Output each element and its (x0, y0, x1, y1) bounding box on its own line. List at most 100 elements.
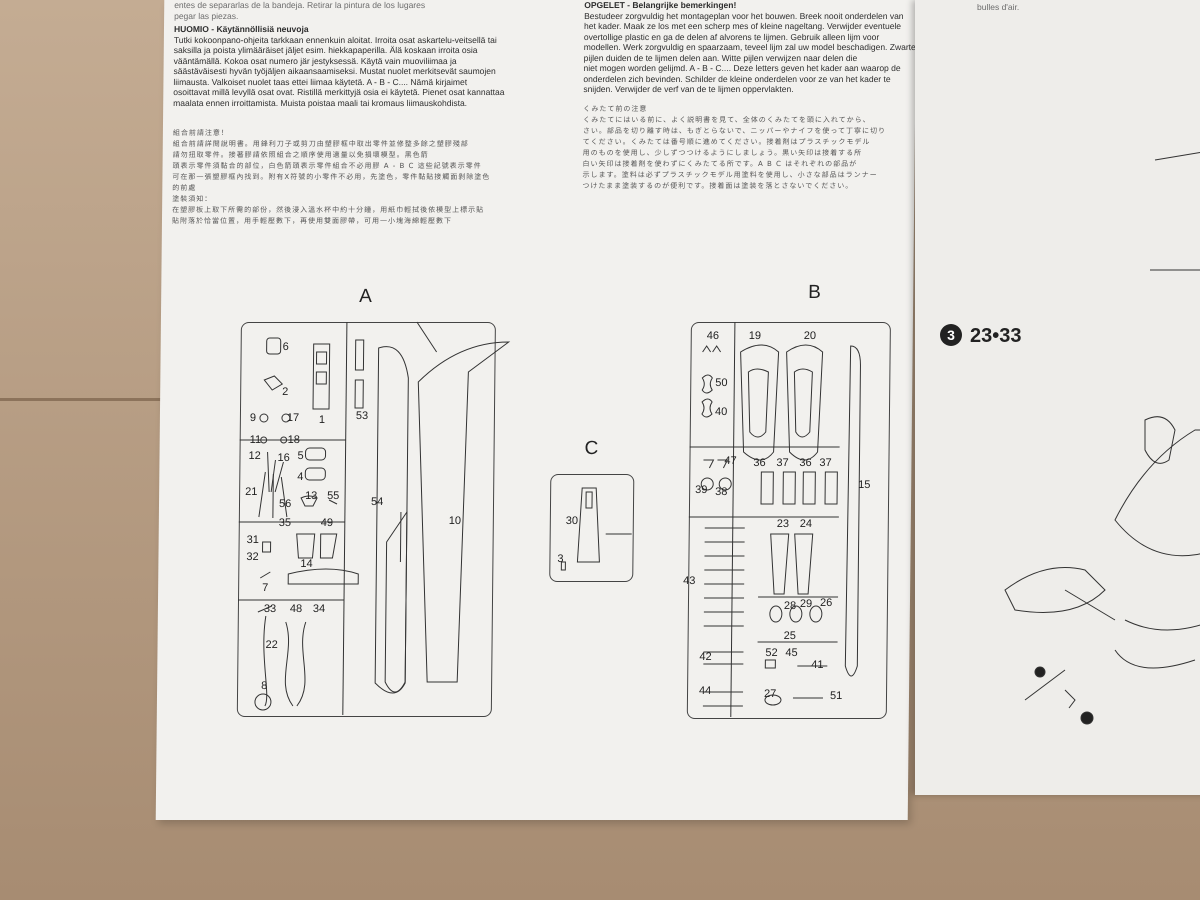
assembly-drawing (1004, 151, 1200, 725)
text-line: てください。くみたては番号順に進めてください。接着剤はプラスチックモデル (582, 138, 871, 146)
part-number: 2 (282, 386, 289, 398)
part-number: 27 (763, 688, 777, 700)
part-number: 45 (785, 647, 798, 659)
text-line: Bestudeer zorgvuldig het montageplan voo… (584, 10, 904, 21)
sprue-b-drawing (688, 322, 861, 717)
text-line: het kader. Maak ze los met een scherp me… (583, 21, 902, 31)
part-number: 49 (320, 517, 334, 529)
part-number: 30 (565, 515, 579, 527)
text-line: overtollige plastic en ga de delen af al… (583, 31, 880, 42)
text-line: Tutki kokoonpano-ohjeita tarkkaan ennenk… (173, 34, 497, 45)
part-number: 40 (714, 406, 728, 418)
part-number: 53 (355, 410, 369, 422)
text-line: 示します。塗料は必ずプラスチックモデル用塗料を使用し、小さな部品はランナー (582, 171, 878, 179)
part-number: 8 (261, 680, 268, 692)
spanish-text: entes de separarlas de la bandeja. Retir… (174, 0, 425, 21)
text-line: osoittavat millä levyllä osat ovat. Rist… (173, 87, 505, 97)
part-number: 52 (765, 647, 778, 659)
part-number: 37 (776, 457, 789, 469)
sprue-c-drawing (560, 487, 632, 571)
text-line: 塗裝須知： (172, 195, 213, 203)
chinese-title: 組合前請注意！ (172, 129, 229, 137)
part-number: 36 (753, 457, 766, 469)
text-line: 的前處 (172, 184, 197, 192)
text-line: saksilla ja poista ylimääräiset jäljet e… (173, 45, 478, 55)
part-number: 21 (245, 486, 258, 498)
text-line: pegar las piezas. (174, 10, 239, 21)
part-number: 43 (683, 575, 696, 587)
part-number: 12 (248, 450, 261, 462)
text-line: 可在那一張塑膠框內找到。附有X符號的小零件不必用，先塗色，零件黏貼接觸面剝除塗色 (172, 173, 491, 181)
part-number: 10 (448, 515, 462, 527)
sprue-a-drawing (238, 321, 511, 715)
part-number: 44 (698, 685, 712, 697)
part-number: 46 (706, 330, 720, 342)
text-line: つけたまま塗装するのが便利です。接着面は塗装を落とさないでください。 (582, 182, 854, 190)
text-line: onderdelen zich bevinden. Schilder de kl… (583, 73, 891, 84)
part-number: 7 (262, 582, 269, 594)
dutch-text: OPGELET - Belangrijke bemerkingen! Bestu… (583, 0, 916, 95)
part-number: 48 (289, 603, 303, 615)
part-number: 23 (776, 518, 790, 530)
part-number: 56 (278, 498, 292, 510)
part-number: 39 (695, 484, 708, 496)
part-number: 20 (803, 330, 817, 342)
part-number: 32 (246, 551, 259, 563)
text-line: pijlen duiden de te lijmen delen aan. Wi… (583, 52, 858, 63)
part-number: 51 (829, 690, 843, 702)
part-number: 28 (783, 600, 797, 612)
sprue-c-letter: C (584, 438, 599, 459)
part-number: 1 (318, 414, 326, 426)
text-line: liimausta. Valkoiset nuolet taas ettei l… (173, 76, 468, 87)
part-number: 5 (297, 450, 304, 462)
text-line: säästäväisesti hyvän työjäljen aikaansaa… (173, 66, 496, 76)
part-number: 33 (263, 603, 277, 615)
step-parts: 23•33 (970, 325, 1022, 347)
finnish-text: HUOMIO - Käytännöllisiä neuvoja Tutki ko… (173, 24, 505, 108)
text-line: 頭表示零件須黏合的部位，白色箭頭表示零件組合不必用膠 A - B C 這些記號表… (172, 162, 482, 170)
part-number: 34 (312, 603, 326, 615)
text-line: 組合前請詳閱說明書。用鋒利刀子或剪刀由塑膠框中取出零件並修整多餘之塑膠殘部 (172, 140, 469, 148)
part-number: 25 (783, 630, 796, 642)
part-number: 41 (811, 659, 824, 671)
sprue-b-letter: B (808, 282, 822, 303)
text-line: 用のものを使用し、少しずつつけるようにしましょう。黒い矢印は接着する所 (582, 149, 863, 157)
part-number: 42 (699, 651, 712, 663)
next-page-corner-text: bulles d'air. (977, 2, 1019, 13)
japanese-text: くみたて前の注意 くみたてにはいる前に、よく説明書を見て、全体のくみたてを頭に入… (582, 104, 886, 192)
instruction-page: entes de separarlas de la bandeja. Retir… (155, 0, 917, 820)
part-number: 14 (300, 558, 313, 570)
text-line: vääntämällä. Kokoa osat numero jär jesty… (173, 55, 457, 66)
text-line: くみたてにはいる前に、よく説明書を見て、全体のくみたてを頭に入れてから、 (582, 116, 871, 124)
finnish-title: HUOMIO - Käytännöllisiä neuvoja (173, 24, 309, 34)
part-number: 9 (249, 412, 257, 424)
chinese-text: 組合前請注意！ 組合前請詳閱說明書。用鋒利刀子或剪刀由塑膠框中取出零件並修整多餘… (172, 128, 491, 227)
text-line: bulles d'air. (977, 2, 1020, 12)
part-number: 37 (819, 457, 832, 469)
part-number: 35 (278, 517, 292, 529)
part-number: 3 (557, 553, 564, 565)
part-number: 47 (724, 455, 737, 467)
part-number: 24 (799, 518, 813, 530)
part-number: 6 (282, 341, 289, 353)
text-line: niet mogen worden gelijmd. A - B - C....… (583, 63, 901, 73)
sprue-a-letter: A (359, 286, 372, 307)
part-number: 11 (249, 434, 262, 446)
text-line: maalata ennen irroittamista. Muista pois… (173, 97, 468, 108)
text-line: 白い矢印は接着剤を使わずにくみたてる所です。A B C はそれぞれの部品が (582, 160, 858, 168)
text-line: modellen. Werk zorgvuldig en spaarzaam, … (583, 42, 916, 52)
part-number: 19 (748, 330, 762, 342)
japanese-title: くみたて前の注意 (583, 105, 648, 113)
part-number: 36 (799, 457, 812, 469)
part-number: 22 (265, 639, 278, 651)
part-number: 4 (297, 471, 304, 483)
part-number: 17 (286, 412, 300, 424)
part-number: 16 (277, 452, 290, 464)
part-number: 13 (305, 490, 318, 502)
part-number: 29 (799, 598, 813, 610)
part-number: 50 (715, 377, 728, 389)
part-number: 55 (327, 490, 340, 502)
text-line: さい。部品を切り離す時は、もぎとらないで、ニッパーやナイフを使って丁寧に切り (582, 127, 887, 135)
part-number: 18 (287, 434, 300, 446)
part-number: 15 (858, 479, 871, 491)
